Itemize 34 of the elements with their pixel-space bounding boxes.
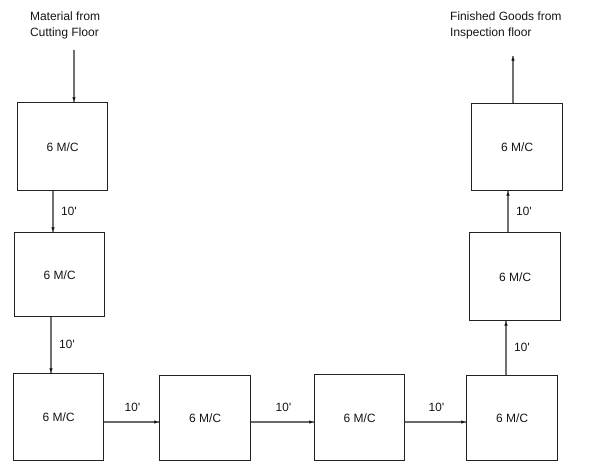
machine-box [466,375,558,461]
arrow [104,420,159,424]
machine-label: 6 M/C [42,266,76,284]
edge-label: 10' [60,204,78,218]
machine-label: 6 M/C [494,410,529,427]
arrow [405,420,466,424]
edge-label: 10' [274,400,292,414]
machine-label: 6 M/C [342,410,376,426]
edge-label: 10' [428,400,446,414]
arrow [504,321,508,375]
arrow [49,317,53,373]
machine-box [469,232,561,321]
edge-label: 10' [515,204,533,218]
edge-label: 10' [513,340,531,354]
machine-box [159,375,251,461]
flow-label: Material from Cutting Floor [30,8,102,40]
machine-label: 6 M/C [498,268,532,286]
arrow [511,56,515,103]
edge-label: 10' [124,400,142,414]
machine-box [17,102,108,191]
machine-label: 6 M/C [500,139,534,156]
machine-box [471,103,563,191]
machine-box [14,232,105,317]
machine-label: 6 M/C [41,409,76,426]
machine-label: 6 M/C [188,410,222,427]
arrow [51,191,55,232]
arrow [506,191,510,232]
arrow [251,420,314,424]
edge-label: 10' [58,337,76,351]
machine-label: 6 M/C [45,138,80,156]
machine-box [314,374,405,461]
arrow [72,50,76,102]
flow-label: Finished Goods from Inspection floor [450,8,562,40]
machine-box [13,373,104,461]
